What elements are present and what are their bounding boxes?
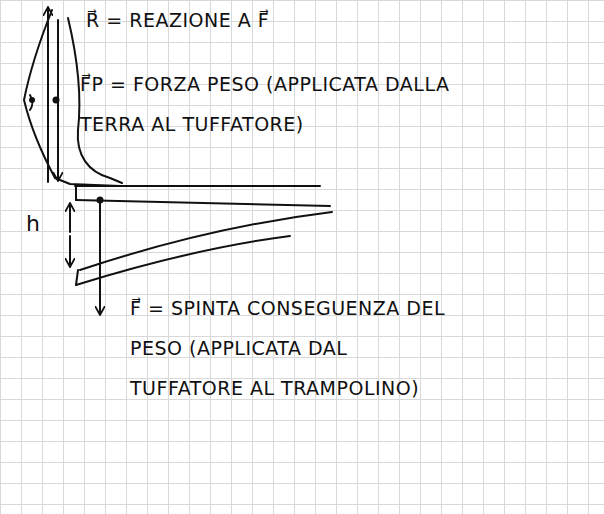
application-point: [97, 197, 104, 204]
reaction-arrow: [47, 8, 49, 182]
bent-springboard: [80, 212, 332, 270]
application-point: [29, 97, 35, 103]
bent-springboard: [76, 270, 78, 285]
bent-springboard: [76, 236, 290, 285]
application-point: [53, 97, 60, 104]
force-label: R⃗ = REAZIONE A F⃗: [86, 0, 566, 40]
springboard: [75, 186, 77, 200]
force-label: F⃗P = FORZA PESO (APPLICATA DALLA TERRA …: [80, 64, 480, 144]
force-label: F⃗ = SPINTA CONSEGUENZA DEL PESO (APPLIC…: [130, 288, 460, 408]
springboard: [76, 200, 330, 206]
thrust-arrow: [99, 200, 101, 314]
springboard: [75, 185, 320, 187]
dimension-arrow: [69, 236, 71, 266]
dimension-label: h: [26, 204, 56, 244]
dimension-arrow: [69, 204, 71, 232]
diver-outline: [68, 18, 122, 183]
